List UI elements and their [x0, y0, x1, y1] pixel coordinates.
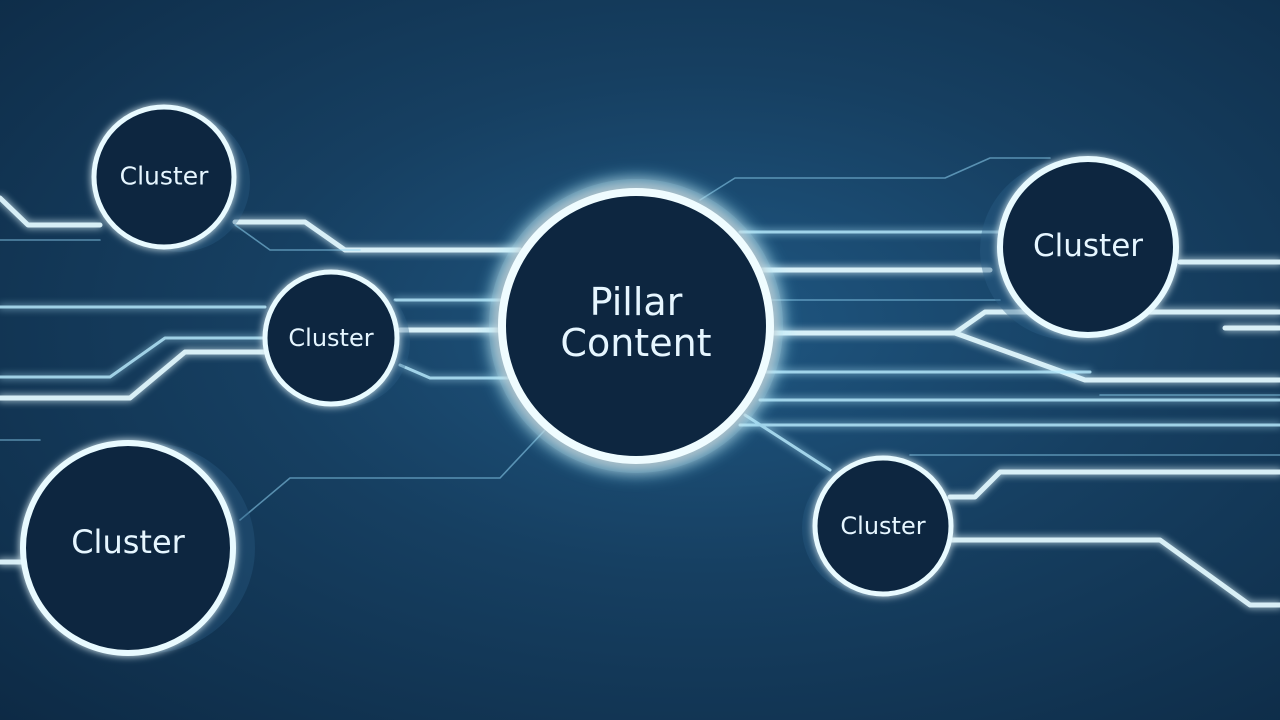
cluster-node-label: Cluster	[120, 162, 209, 191]
connector-line	[398, 363, 512, 380]
cluster-node: Cluster	[262, 269, 410, 407]
connector-lines	[0, 157, 1280, 608]
cluster-node-circle	[812, 455, 954, 597]
connector-line	[952, 330, 1280, 383]
cluster-node-label: Cluster	[288, 324, 373, 352]
pillar-node-label-line-2: Content	[560, 321, 711, 365]
pillar-node-glow	[489, 179, 783, 473]
connector-line	[947, 537, 1280, 608]
connector-line	[234, 224, 361, 251]
cluster-node-label: Cluster	[1033, 228, 1143, 264]
cluster-node-circle	[997, 156, 1179, 338]
connector-line	[232, 219, 523, 253]
cluster-node-circle	[91, 104, 237, 250]
cluster-node: Cluster	[91, 104, 250, 252]
pillar-node-circle	[498, 188, 774, 464]
cluster-node-circle	[20, 440, 236, 656]
cluster-node-label: Cluster	[840, 512, 925, 540]
cluster-node-label: Cluster	[71, 523, 185, 561]
connector-line	[239, 429, 546, 521]
cluster-node: Cluster	[20, 440, 255, 656]
cluster-node: Cluster	[980, 156, 1179, 340]
pillar-node: Pillar Content	[489, 179, 783, 473]
cluster-node: Cluster	[802, 455, 954, 597]
connector-line	[0, 349, 268, 401]
connector-line	[699, 157, 1051, 201]
connector-line	[947, 469, 1280, 500]
connector-line	[0, 336, 267, 379]
cluster-node-circle	[262, 269, 400, 407]
pillar-node-label-line-1: Pillar	[590, 280, 683, 324]
connector-line	[743, 413, 832, 472]
connector-line	[0, 195, 103, 228]
